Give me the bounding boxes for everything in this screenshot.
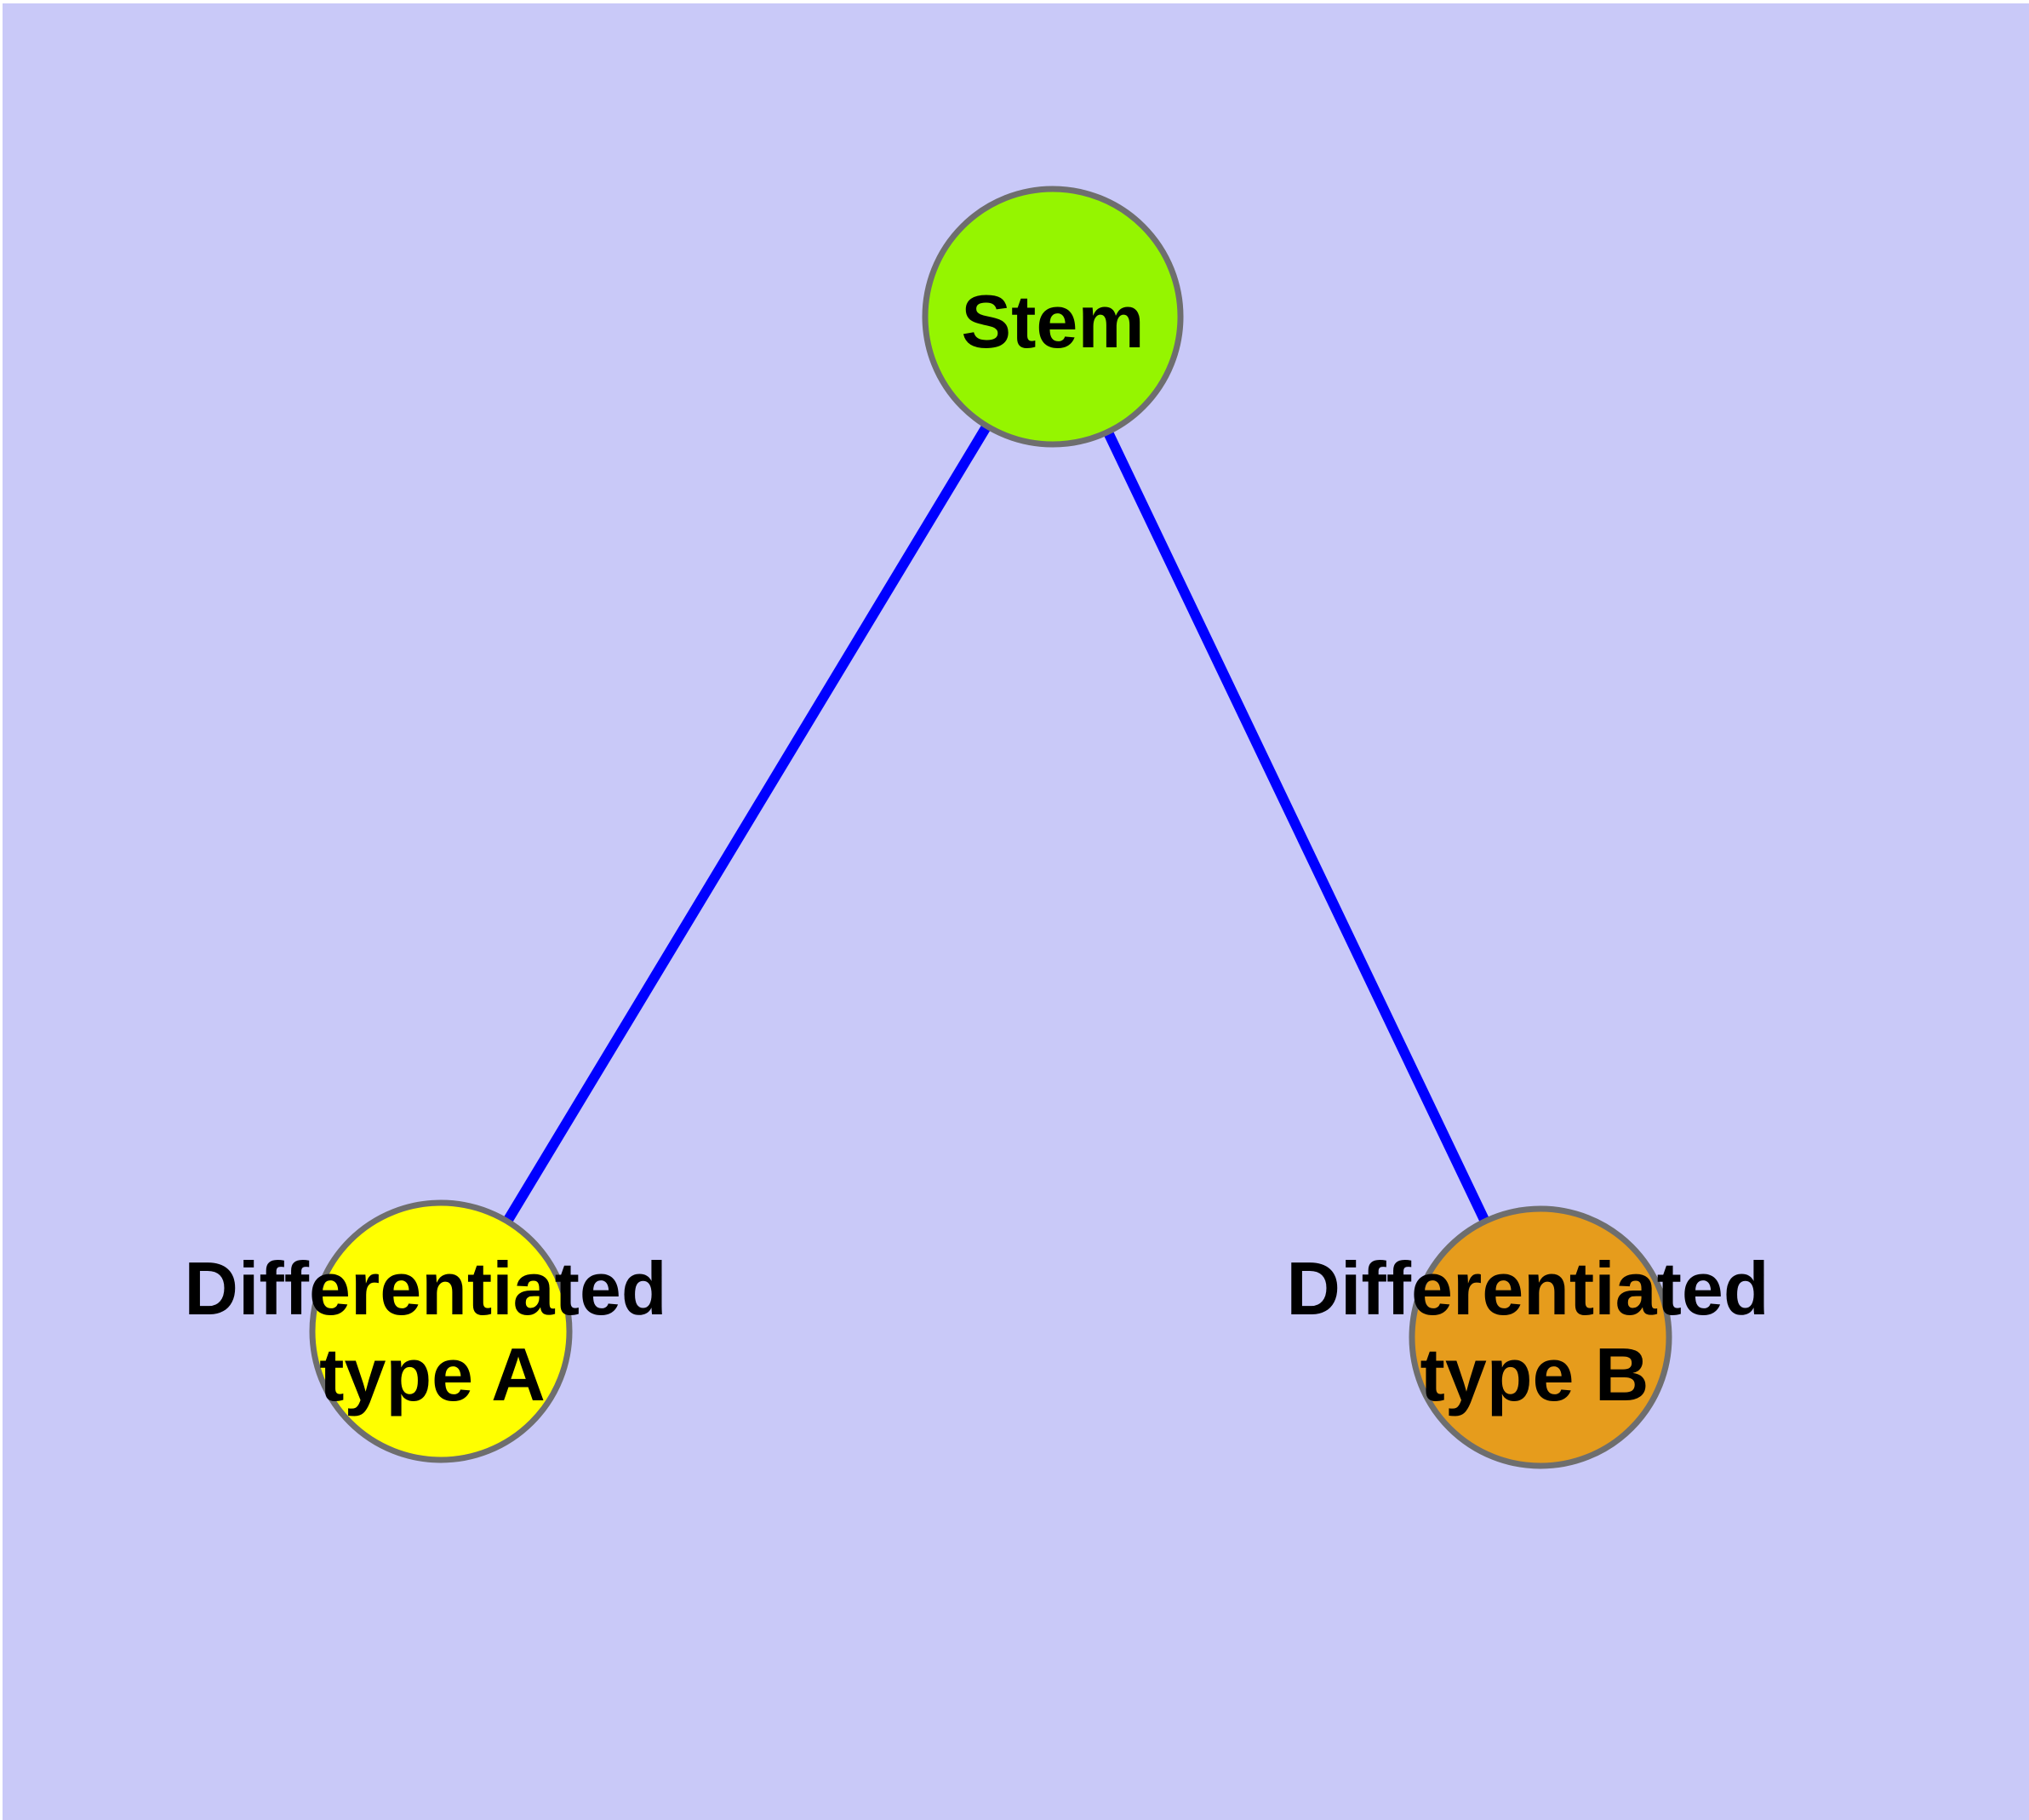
edge-stem-to-type-a <box>436 313 1058 1335</box>
type-b-label-line1: Differentiated <box>1286 1246 1769 1331</box>
differentiated-type-a-node <box>309 1199 573 1463</box>
type-a-label-line1: Differentiated <box>184 1246 666 1331</box>
type-b-label-line2: type B <box>1420 1332 1649 1417</box>
stem-node-label: Stem <box>961 279 1144 363</box>
stem-node <box>922 186 1184 448</box>
type-a-label-line2: type A <box>319 1332 546 1417</box>
differentiated-type-b-node <box>1409 1205 1672 1469</box>
edge-stem-to-type-b <box>1048 314 1546 1340</box>
